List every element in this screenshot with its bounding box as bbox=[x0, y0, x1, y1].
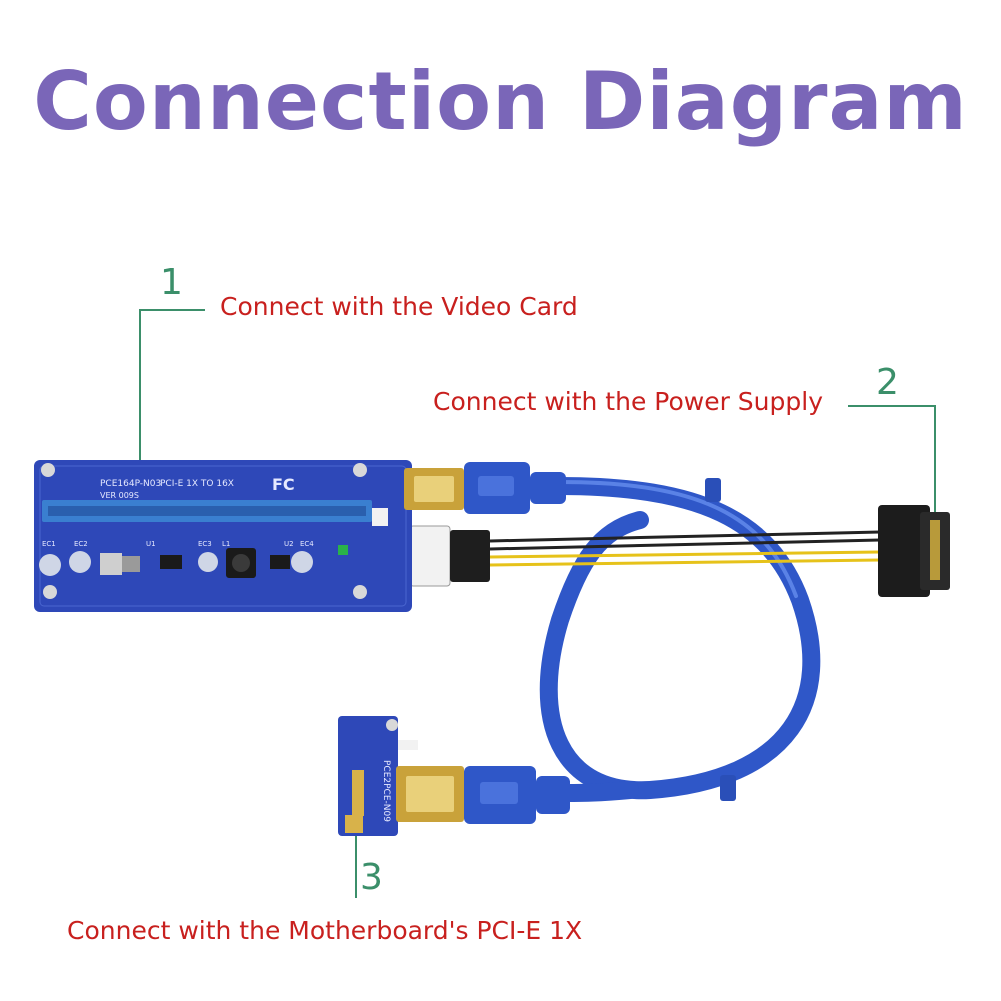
usb-cable-highlight bbox=[558, 480, 798, 598]
board-comp-ec3: EC3 bbox=[198, 540, 212, 548]
leader-line-2 bbox=[848, 405, 936, 540]
cable-ferrule-bottom bbox=[720, 775, 736, 801]
adapter-usb-port bbox=[396, 766, 464, 822]
board-comp-ec2: EC2 bbox=[74, 540, 88, 548]
six-pin-power-connector bbox=[409, 525, 490, 587]
usb-cable bbox=[539, 477, 821, 800]
usb-plug-bottom bbox=[464, 766, 570, 824]
pcie-x1-adapter: PCE2PCE-N09 bbox=[338, 716, 418, 836]
board-fc-mark: FC bbox=[272, 475, 295, 494]
power-wires bbox=[489, 530, 881, 567]
board-comp-u1: U1 bbox=[146, 540, 156, 548]
cable-ferrule-top bbox=[705, 478, 721, 502]
usb-cable-lower bbox=[551, 781, 639, 802]
board-silkscreen-pcie: PCI-E 1X TO 16X bbox=[160, 479, 234, 489]
board-comp-ec4: EC4 bbox=[300, 540, 314, 548]
sata-power-connector bbox=[878, 505, 950, 597]
board-comp-u2: U2 bbox=[284, 540, 294, 548]
board-silkscreen-version: VER 009S bbox=[100, 491, 139, 500]
board-comp-ec1: EC1 bbox=[42, 540, 56, 548]
usb-plug-top bbox=[464, 462, 566, 514]
board-silkscreen-model: PCE164P-N03 bbox=[100, 479, 161, 489]
callout-number-3: 3 bbox=[360, 857, 383, 898]
page-title: Connection Diagram bbox=[33, 55, 968, 148]
riser-usb-port bbox=[404, 468, 464, 510]
callout-label-motherboard: Connect with the Motherboard's PCI-E 1X bbox=[67, 916, 583, 945]
adapter-silkscreen-model: PCE2PCE-N09 bbox=[381, 760, 391, 822]
callout-leader-lines bbox=[139, 309, 936, 898]
callout-number-2: 2 bbox=[876, 362, 899, 403]
board-comp-l1: L1 bbox=[222, 540, 230, 548]
callout-label-video-card: Connect with the Video Card bbox=[220, 292, 578, 321]
callout-label-power-supply: Connect with the Power Supply bbox=[433, 387, 824, 416]
riser-board: PCE164P-N03 PCI-E 1X TO 16X VER 009S FC … bbox=[34, 460, 412, 612]
leader-line-1 bbox=[139, 309, 205, 505]
callout-number-1: 1 bbox=[160, 262, 183, 303]
